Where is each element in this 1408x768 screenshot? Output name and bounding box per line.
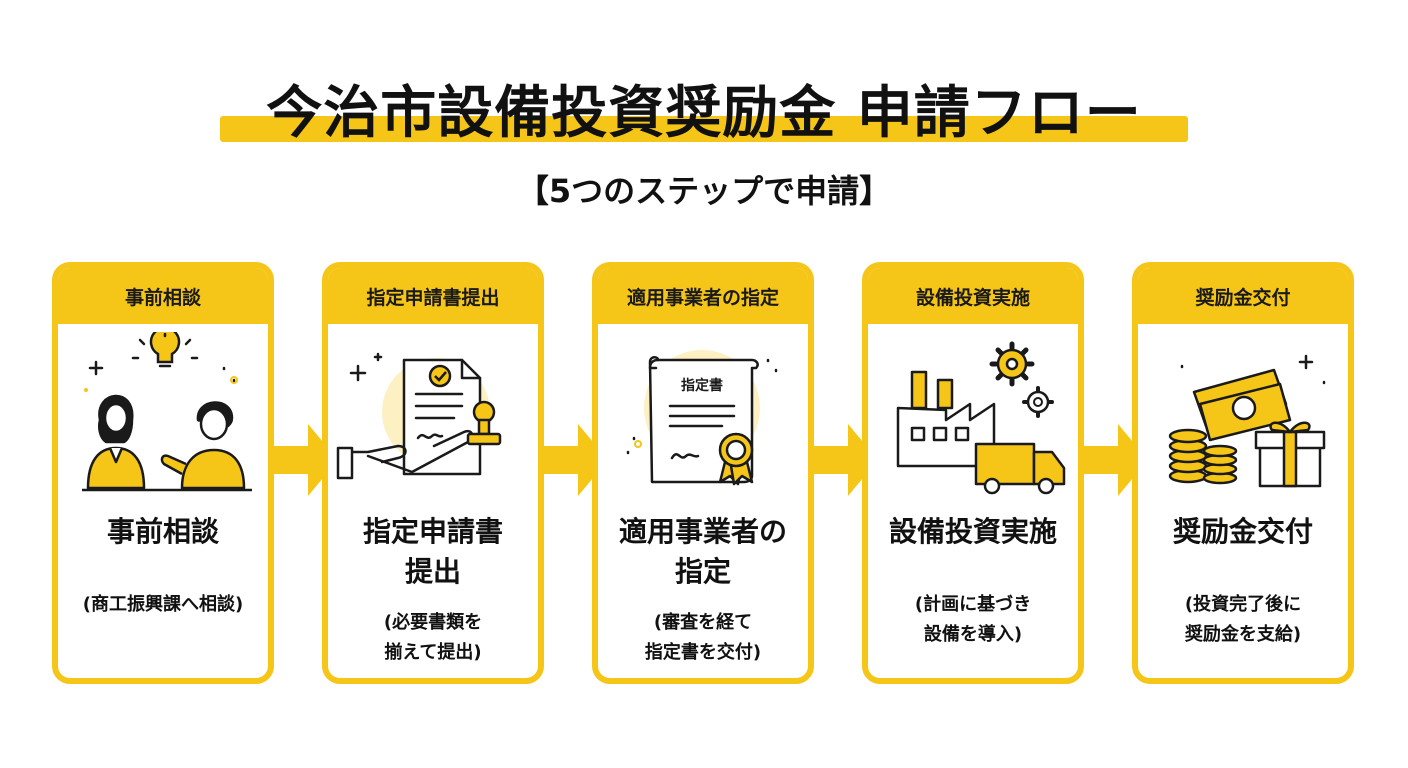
money-gift-icon xyxy=(1138,332,1348,502)
step-header-5: 奨励金交付 xyxy=(1138,268,1348,324)
step-title-2: 指定申請書 提出 xyxy=(362,515,503,588)
step-title-5: 奨励金交付 xyxy=(1172,515,1313,548)
step-description-2: (必要書類を 揃えて提出) xyxy=(383,612,483,663)
flow-arrow-3 xyxy=(812,424,878,496)
step-header-2: 指定申請書提出 xyxy=(328,268,538,324)
step-description-4: (計画に基づき 設備を導入) xyxy=(914,594,1032,645)
step-card-3: 適用事業者の指定 指定書 適用事業者の 指定 (審査を経て 指定書を交付) xyxy=(592,262,814,684)
factory-truck-icon xyxy=(868,332,1078,502)
certificate-label: 指定書 xyxy=(681,377,723,394)
page-subtitle: 【5つのステップで申請】 xyxy=(516,172,892,210)
step-card-2: 指定申請書提出 指定申請書 提出 (必要書類を 揃えて提出) xyxy=(322,262,544,684)
step-card-5: 奨励金交付 xyxy=(1132,262,1354,684)
step-card-4: 設備投資実施 xyxy=(862,262,1084,684)
step-title-4: 設備投資実施 xyxy=(888,515,1057,548)
step-header-1: 事前相談 xyxy=(58,268,268,324)
step-header-4: 設備投資実施 xyxy=(868,268,1078,324)
step-description-3: (審査を経て 指定書を交付) xyxy=(644,612,762,663)
page-title: 今治市設備投資奨励金 申請フロー xyxy=(266,81,1142,146)
title-underline-highlight xyxy=(220,116,1188,142)
step-title-3: 適用事業者の 指定 xyxy=(618,515,787,588)
application-document-icon xyxy=(328,332,538,502)
flow-arrow-4 xyxy=(1082,424,1148,496)
step-header-3: 適用事業者の指定 xyxy=(598,268,808,324)
step-description-1: (商工振興課へ相談) xyxy=(82,594,244,615)
step-description-5: (投資完了後に 奨励金を支給) xyxy=(1184,594,1302,645)
title-area: 今治市設備投資奨励金 申請フロー xyxy=(0,62,1408,152)
step-card-1: 事前相談 xyxy=(52,262,274,684)
flow-arrow-2 xyxy=(542,424,608,496)
step-title-1: 事前相談 xyxy=(106,515,219,548)
flow-arrow-1 xyxy=(272,424,338,496)
certificate-icon: 指定書 xyxy=(598,332,808,502)
consultation-icon xyxy=(58,332,268,502)
